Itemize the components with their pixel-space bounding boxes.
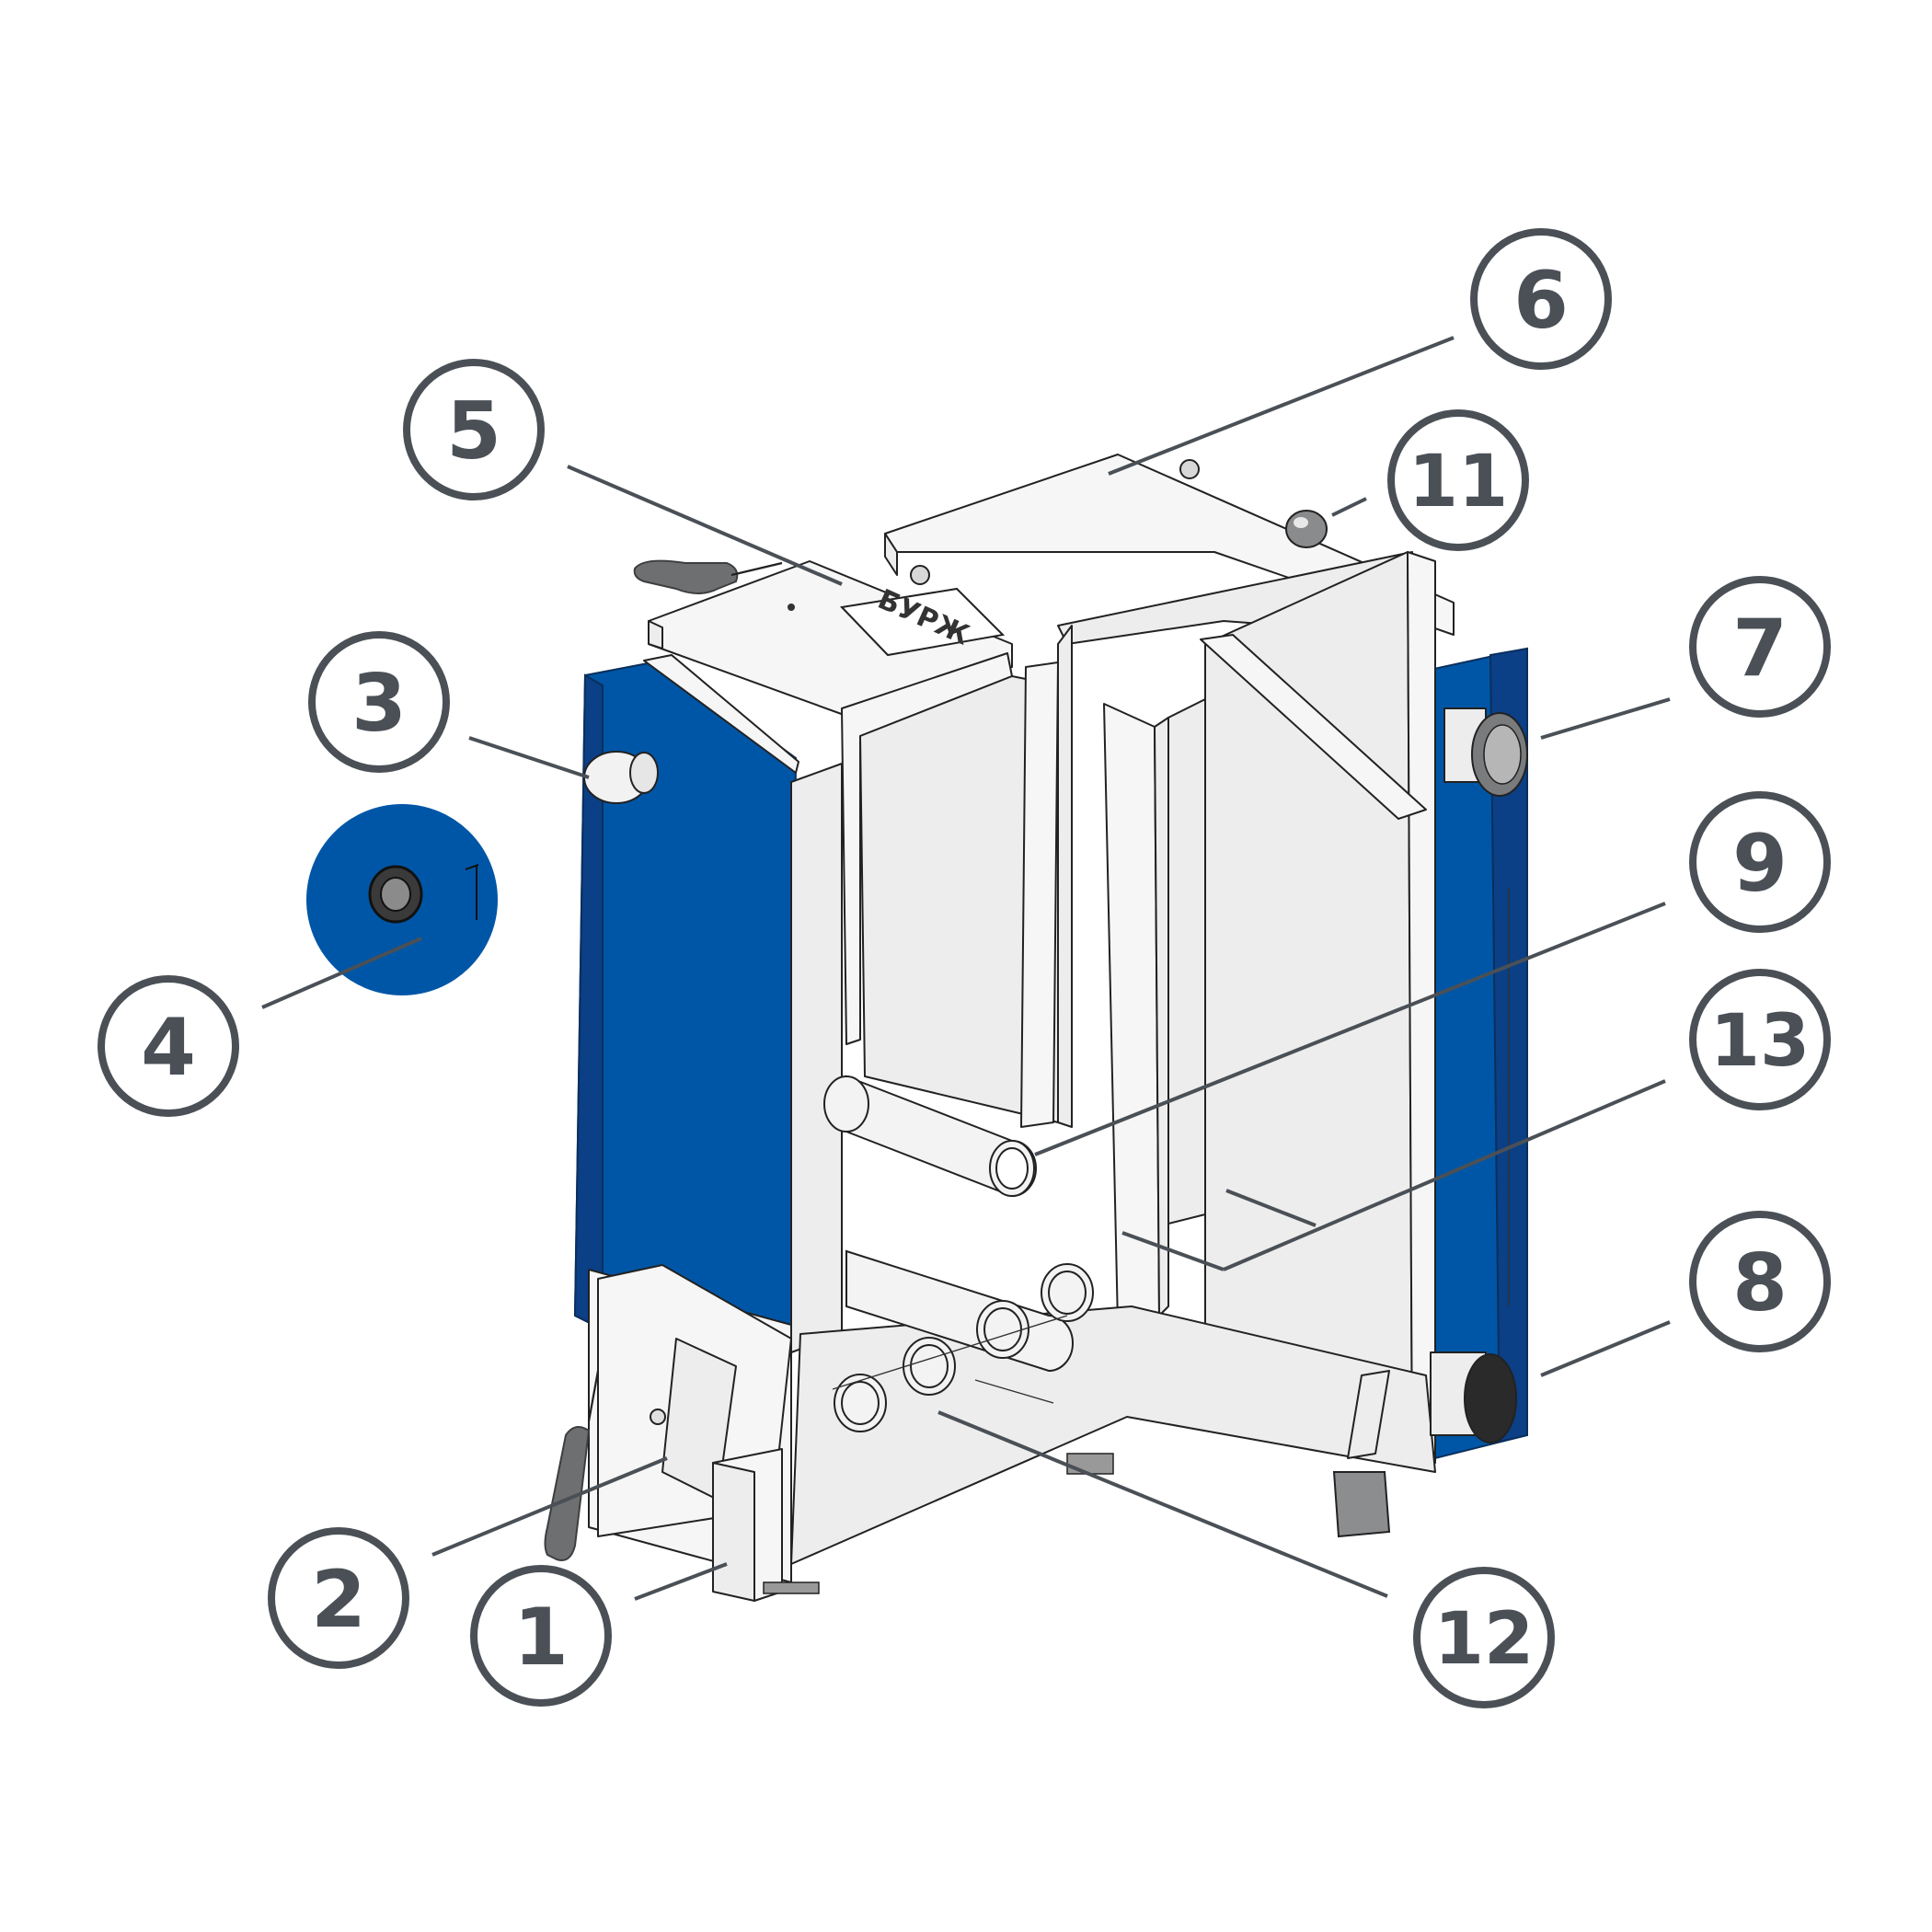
leader-3 <box>468 736 590 779</box>
zoom-inset <box>306 804 498 995</box>
callout-5-label: 5 <box>446 385 501 477</box>
callout-9: 9 <box>1689 791 1831 933</box>
leader-13c <box>1121 1231 1225 1271</box>
callouts: 1 2 3 4 5 6 7 8 <box>98 228 1831 1708</box>
upper-tube <box>823 1075 1037 1198</box>
door-handle <box>544 1426 591 1561</box>
right-blue-jacket <box>1420 647 1528 1460</box>
callout-6-label: 6 <box>1513 255 1569 347</box>
top-handle <box>633 559 739 594</box>
leader-7 <box>1540 697 1671 740</box>
left-blue-jacket <box>573 654 799 1331</box>
callout-3-label: 3 <box>351 658 407 750</box>
callout-13-label: 13 <box>1710 1000 1811 1083</box>
callout-7-label: 7 <box>1732 603 1788 695</box>
top-knob <box>1285 510 1328 548</box>
leader-11 <box>1331 497 1367 517</box>
leader-12 <box>937 1410 1388 1598</box>
callout-13: 13 <box>1689 969 1831 1110</box>
callout-6: 6 <box>1470 228 1612 370</box>
leader-lines <box>261 336 1671 1601</box>
leader-4 <box>261 937 422 1009</box>
leader-8 <box>1540 1320 1671 1377</box>
callout-7: 7 <box>1689 576 1831 718</box>
callout-1-label: 1 <box>513 1592 569 1684</box>
wing-nut-1 <box>910 565 930 585</box>
bottom-pipe-outlet <box>1430 1351 1517 1443</box>
callout-12-label: 12 <box>1434 1598 1535 1681</box>
front-top-cover: БУРЖ <box>633 559 1013 719</box>
right-foot <box>1332 1370 1391 1538</box>
callout-8: 8 <box>1689 1211 1831 1352</box>
middle-foot <box>1066 1453 1114 1475</box>
callout-5: 5 <box>403 359 545 500</box>
callout-9-label: 9 <box>1732 818 1788 910</box>
callout-11-label: 11 <box>1409 441 1509 523</box>
brand-plate: БУРЖ <box>839 583 1006 657</box>
wing-nut-2 <box>1179 459 1200 479</box>
callout-8-label: 8 <box>1732 1237 1788 1329</box>
callout-4-label: 4 <box>141 1002 196 1094</box>
top-pipe-outlet <box>1443 707 1528 797</box>
leader-2 <box>431 1456 668 1557</box>
leader-13 <box>1223 1079 1666 1271</box>
callout-3: 3 <box>308 631 450 773</box>
fire-tubes <box>832 1249 1094 1432</box>
callout-12: 12 <box>1413 1567 1555 1708</box>
leader-9 <box>1034 902 1666 1156</box>
boiler-illustration: БУРЖ <box>544 454 1528 1602</box>
callout-2: 2 <box>268 1527 409 1669</box>
leader-13b <box>1225 1189 1317 1227</box>
callout-1: 1 <box>470 1565 612 1707</box>
callout-11: 11 <box>1387 409 1529 551</box>
callout-2-label: 2 <box>311 1554 366 1646</box>
leader-5 <box>567 465 843 586</box>
leader-6 <box>1108 336 1455 476</box>
callout-4: 4 <box>98 975 239 1117</box>
leader-1 <box>634 1562 728 1601</box>
